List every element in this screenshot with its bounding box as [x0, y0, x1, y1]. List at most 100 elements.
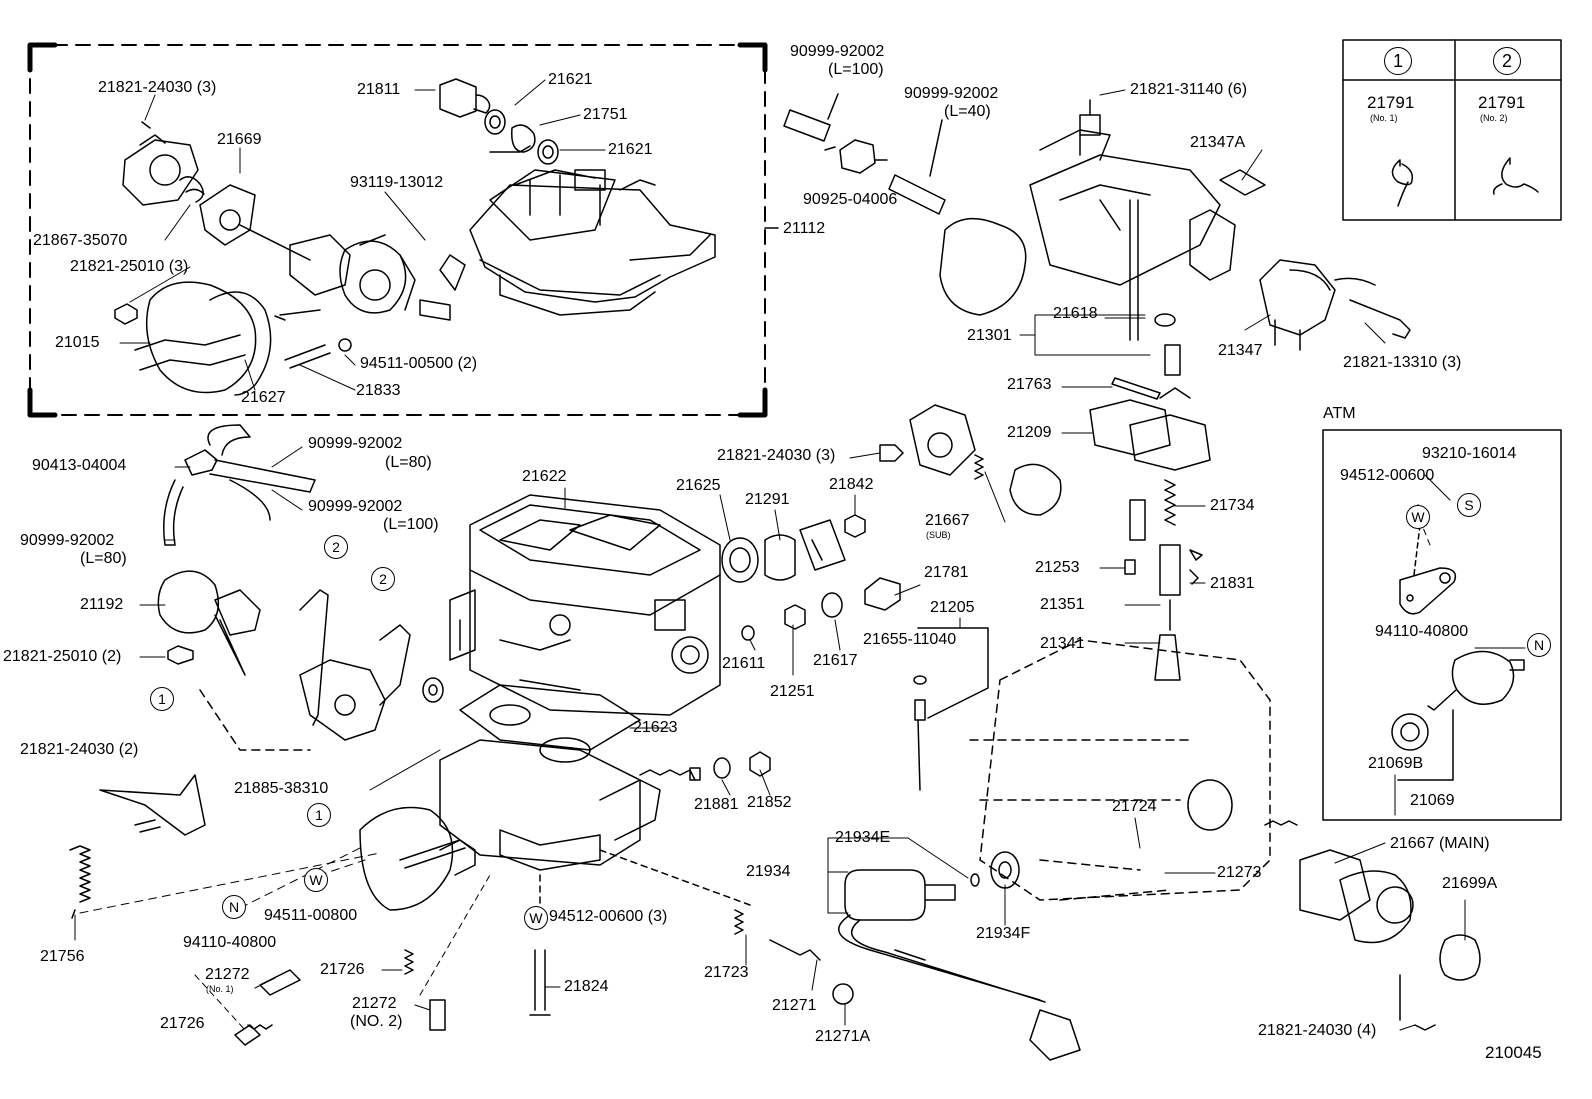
part-label: 21821-24030 (4) — [1258, 1022, 1377, 1039]
part-label: 21824 — [564, 978, 609, 995]
part-label: 21821-25010 (2) — [3, 648, 122, 665]
part-label: 94512-00600 — [1340, 467, 1435, 484]
part-label: 21205 — [930, 599, 975, 616]
part-label: 21209 — [1007, 424, 1052, 441]
part-label: 21885-38310 — [234, 780, 329, 797]
atm-title: ATM — [1323, 405, 1356, 422]
part-label: (L=100) — [828, 61, 884, 78]
part-label: 21669 — [217, 131, 262, 148]
part-label: 21272 — [352, 995, 397, 1012]
screw-callout-s: S — [1457, 493, 1481, 517]
part-label: 21253 — [1035, 559, 1080, 576]
air-horn-21112 — [469, 169, 716, 316]
part-label-note: (NO. 2) — [350, 1013, 403, 1030]
part-label: 93210-16014 — [1422, 445, 1517, 462]
legend-part-1: 21791 — [1367, 93, 1415, 112]
needle-spring-parts — [1124, 479, 1203, 681]
part-label: 90999-92002 — [904, 85, 999, 102]
lower-left-parts — [69, 774, 854, 1046]
part-label: 21881 — [694, 796, 739, 813]
part-label: 21667 — [925, 512, 970, 529]
part-label: 21271 — [772, 997, 817, 1014]
atm-box — [1322, 429, 1562, 821]
part-label: 21842 — [829, 476, 874, 493]
part-label: 21622 — [522, 468, 567, 485]
part-label: 21751 — [583, 106, 628, 123]
part-label: 90999-92002 — [790, 43, 885, 60]
part-label: 21934E — [835, 829, 891, 846]
part-label: 21821-13310 (3) — [1343, 354, 1462, 371]
part-label: 21192 — [80, 596, 124, 613]
part-label: 21756 — [40, 948, 85, 965]
clip-no2-icon — [1492, 157, 1539, 195]
part-label: 21934 — [746, 863, 791, 880]
center-small-parts — [721, 514, 989, 791]
part-label: 21617 — [813, 652, 858, 669]
intake-body-top-right — [939, 99, 1411, 351]
part-label: 21069B — [1368, 755, 1424, 772]
atm-parts — [1391, 504, 1525, 781]
diagram-code: 210045 — [1485, 1043, 1542, 1062]
clip-callout-2: 2 — [324, 535, 348, 559]
part-label: 21273 — [1217, 864, 1262, 881]
part-label: 21667 (MAIN) — [1390, 835, 1490, 852]
part-label-note: (No. 1) — [206, 984, 234, 994]
float-21209 — [1089, 344, 1211, 471]
part-label: 21351 — [1040, 596, 1085, 613]
part-label: 21301 — [967, 327, 1012, 344]
legend-part-2: 21791 — [1478, 93, 1526, 112]
part-label: 21781 — [924, 564, 969, 581]
clip-callout-1: 1 — [150, 687, 174, 711]
main-diaphragm-21667 — [1187, 779, 1481, 1031]
part-label: (L=100) — [383, 516, 439, 533]
part-label: 21821-25010 (3) — [70, 258, 189, 275]
part-label: 21625 — [676, 477, 721, 494]
part-label: 21621 — [608, 141, 653, 158]
washer-callout-w: W — [524, 906, 548, 930]
clip-callout-1: 1 — [307, 803, 331, 827]
part-label: 21821-24030 (3) — [98, 79, 217, 96]
nut-callout-n: N — [1527, 633, 1551, 657]
part-label: 21341 — [1040, 635, 1085, 652]
throttle-body-21623 — [439, 684, 771, 906]
nut-callout-n: N — [222, 895, 246, 919]
part-label: 90999-92002 — [20, 532, 115, 549]
sub-diaphragm-21667 — [879, 404, 1062, 516]
part-label: 94512-00600 (3) — [549, 908, 668, 925]
part-label: 93119-13012 — [350, 174, 444, 191]
part-label: 21618 — [1053, 305, 1098, 322]
part-label: (L=80) — [385, 454, 432, 471]
part-label: 21763 — [1007, 376, 1052, 393]
part-label: 21251 — [770, 683, 815, 700]
vacuum-hoses-top — [783, 93, 946, 215]
part-label: 94511-00800 — [264, 907, 358, 924]
part-label: (L=40) — [944, 103, 991, 120]
part-label: 21867-35070 — [33, 232, 128, 249]
part-label: 21934F — [976, 925, 1031, 942]
part-label: 94511-00500 (2) — [360, 355, 478, 372]
part-label: 21724 — [1112, 798, 1157, 815]
legend-note-2: (No. 2) — [1480, 113, 1508, 123]
part-label: 21821-24030 (2) — [20, 741, 139, 758]
part-label: 21015 — [55, 334, 100, 351]
leader-lines — [74, 79, 1526, 1031]
assembly-frame-21112 — [27, 42, 779, 418]
part-label: 90999-92002 — [308, 435, 403, 452]
choke-housing — [114, 121, 466, 396]
legend-symbol-1: 1 — [1384, 47, 1412, 75]
part-label: 94110-40800 — [1375, 623, 1469, 640]
legend-note-1: (No. 1) — [1370, 113, 1398, 123]
part-label: 90925-04006 — [803, 191, 898, 208]
part-label: 21833 — [356, 382, 401, 399]
clip-callout-2: 2 — [371, 567, 395, 591]
part-label: (L=80) — [80, 550, 127, 567]
part-label: 21726 — [320, 961, 365, 978]
part-label: 21347 — [1218, 342, 1263, 359]
part-label: 21069 — [1410, 792, 1455, 809]
part-label: 21734 — [1210, 497, 1255, 514]
part-label: 90413-04004 — [32, 457, 127, 474]
part-label: 21655-11040 — [863, 631, 957, 648]
part-label: 21821-24030 (3) — [717, 447, 836, 464]
part-label: 21723 — [704, 964, 749, 981]
washer-callout-w: W — [1406, 505, 1430, 529]
